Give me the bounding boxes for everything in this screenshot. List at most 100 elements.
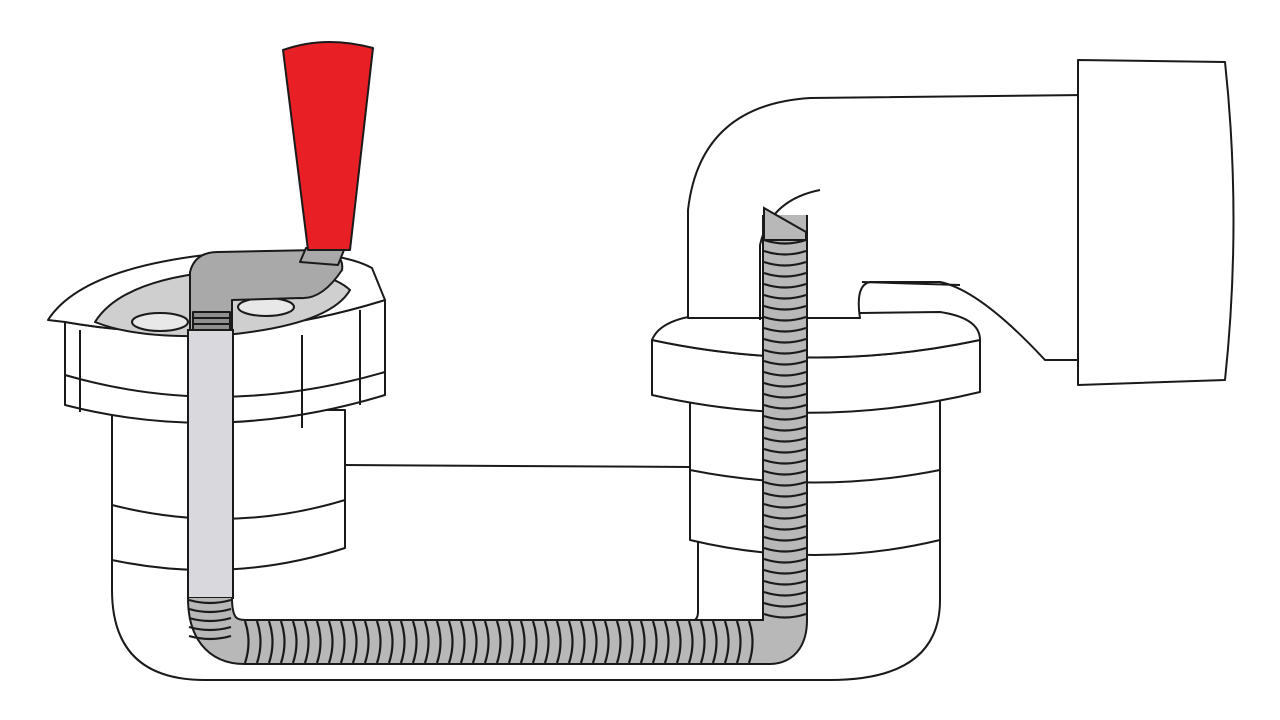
cable-coil	[763, 436, 807, 443]
cable-coil	[763, 293, 807, 300]
cable-coil	[763, 249, 807, 256]
cable-coil	[579, 620, 586, 664]
cable-coil	[763, 612, 807, 619]
cable-coil	[188, 607, 232, 614]
cable-coil	[519, 620, 526, 664]
cable-coil	[615, 620, 622, 664]
cable-coil	[447, 620, 454, 664]
cable-coil	[387, 620, 394, 664]
cable-coil	[763, 601, 807, 608]
crank-collar-bottom	[192, 311, 231, 331]
u-trap-top-edge	[344, 464, 691, 468]
cable-coil	[303, 620, 310, 664]
cable-coils	[188, 238, 807, 664]
guide-tube-body	[187, 329, 234, 599]
cable-coil	[763, 590, 807, 597]
cable-coil	[763, 557, 807, 564]
cable-coil	[279, 620, 286, 664]
cable-coil	[627, 620, 634, 664]
drain-hole-right	[237, 297, 295, 317]
drain-hole-left	[131, 312, 189, 332]
cable-coil	[747, 620, 754, 664]
auger-cable	[187, 206, 808, 665]
cable-coil	[763, 238, 807, 245]
cable-coil	[255, 620, 262, 664]
cable-coil	[763, 425, 807, 432]
elbow-inner-curve	[759, 189, 821, 320]
cable-coil	[763, 524, 807, 531]
red-grip-handle-icon	[282, 41, 374, 251]
cable-coil	[763, 491, 807, 498]
cable-coil	[763, 326, 807, 333]
cable-coil	[763, 568, 807, 575]
cable-coil	[763, 260, 807, 267]
cable-coil	[188, 634, 232, 641]
cable-coil	[603, 620, 610, 664]
cable-coil	[591, 620, 598, 664]
cable-coil	[763, 359, 807, 366]
cable-coil	[363, 620, 370, 664]
elbow-assembly	[651, 59, 1235, 556]
cable-coil	[339, 620, 346, 664]
cable-coil	[763, 579, 807, 586]
cable-coil	[459, 620, 466, 664]
cable-coil	[411, 620, 418, 664]
cable-coil	[483, 620, 490, 664]
cable-tip	[763, 206, 807, 241]
cable-coil	[763, 304, 807, 311]
cable-coil	[723, 620, 730, 664]
cable-coil	[763, 480, 807, 487]
cable-coil	[543, 620, 550, 664]
cable-coil	[763, 337, 807, 344]
cable-coil	[763, 513, 807, 520]
outlet-cap	[1077, 59, 1235, 386]
cable-coil	[531, 620, 538, 664]
cable-coil	[675, 620, 682, 664]
cable-coil	[763, 282, 807, 289]
cable-coil	[763, 403, 807, 410]
cable-coil	[651, 620, 658, 664]
cable-coil	[687, 620, 694, 664]
cable-coil	[327, 620, 334, 664]
cable-coil	[567, 620, 574, 664]
cable-coil	[399, 620, 406, 664]
cable-coil	[351, 620, 358, 664]
cable-coil	[763, 315, 807, 322]
cable-coil	[763, 469, 807, 476]
cable-coil	[763, 546, 807, 553]
cable-coil	[375, 620, 382, 664]
cable-coil	[188, 616, 232, 623]
cable-coil	[243, 620, 250, 664]
cable-coil	[763, 370, 807, 377]
cable-coil	[188, 625, 232, 632]
elbow-nut-top	[651, 311, 981, 359]
elbow-lower-tube	[689, 399, 941, 556]
cable-coil	[639, 620, 646, 664]
cable-coil	[267, 620, 274, 664]
cable-coil	[763, 502, 807, 509]
cable-coil	[763, 381, 807, 388]
cable-coil	[763, 392, 807, 399]
cable-coil	[435, 620, 442, 664]
cable-coil	[423, 620, 430, 664]
auger-crank	[189, 41, 374, 331]
cable-coil	[735, 620, 742, 664]
cable-coil	[711, 620, 718, 664]
cable-coil	[315, 620, 322, 664]
cable-coil	[763, 348, 807, 355]
cable-coil	[663, 620, 670, 664]
cable-coil	[763, 535, 807, 542]
cable-coil	[291, 620, 298, 664]
cable-coil	[763, 271, 807, 278]
guide-tube	[187, 329, 234, 599]
cable-coil	[763, 414, 807, 421]
cable-coil	[507, 620, 514, 664]
cable-coil	[555, 620, 562, 664]
cable-coil	[471, 620, 478, 664]
elbow-side-line	[861, 281, 961, 286]
cable-coil	[699, 620, 706, 664]
cable-coil	[763, 447, 807, 454]
cable-coil	[763, 458, 807, 465]
